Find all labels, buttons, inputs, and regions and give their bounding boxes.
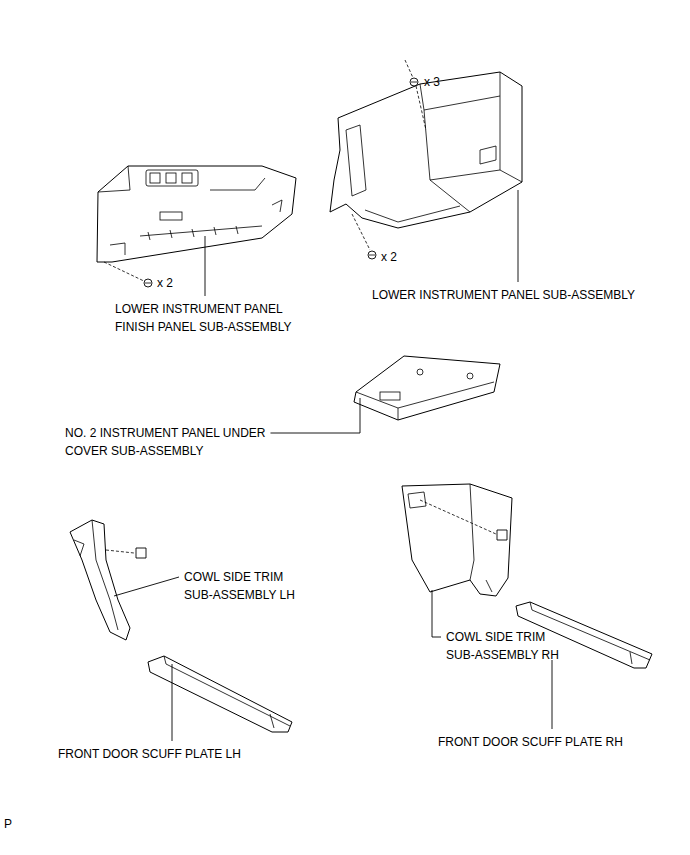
scuff-plate-lh (148, 656, 292, 732)
quantity-note: x 2 (381, 248, 397, 266)
finish-panel (97, 166, 296, 287)
leader-line (432, 590, 441, 637)
part-name: FRONT DOOR SCUFF PLATE LH (58, 745, 241, 763)
leader-line (114, 577, 179, 596)
quantity-note: x 3 (424, 73, 440, 91)
part-name: COWL SIDE TRIM SUB-ASSEMBLY LH (184, 568, 309, 604)
part-name: COWL SIDE TRIM SUB-ASSEMBLY RH (446, 628, 571, 664)
part-name: FRONT DOOR SCUFF PLATE RH (438, 733, 623, 751)
leader-line (172, 664, 173, 741)
figure-code: P (4, 815, 12, 833)
cowl-side-trim-rh (402, 484, 512, 596)
cowl-side-trim-lh (70, 520, 146, 640)
under-cover (354, 356, 500, 420)
leader-line (270, 398, 360, 433)
leader-line (552, 660, 553, 729)
lower-instrument-panel (330, 60, 522, 259)
part-name: NO. 2 INSTRUMENT PANEL UNDER COVER SUB-A… (65, 424, 290, 460)
leader-line (518, 190, 519, 282)
leader-line (205, 236, 206, 296)
part-name: LOWER INSTRUMENT PANEL FINISH PANEL SUB-… (115, 300, 323, 336)
quantity-note: x 2 (157, 274, 173, 292)
part-name: LOWER INSTRUMENT PANEL SUB-ASSEMBLY (372, 286, 635, 304)
